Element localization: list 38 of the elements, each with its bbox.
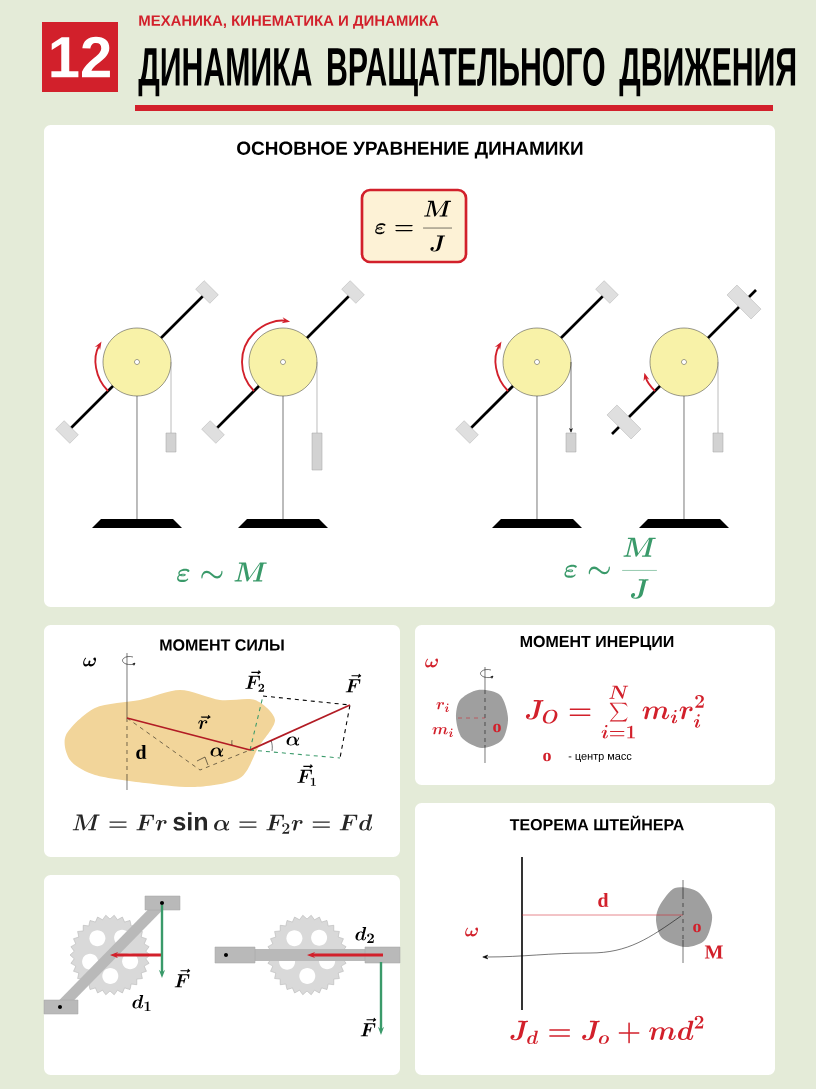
vector-label: $\vec{F}$ [174,968,191,988]
subtitle: МЕХАНИКА, КИНЕМАТИКА И ДИНАМИКА [139,15,439,29]
panel-heading: ОСНОВНОЕ УРАВНЕНИЕ ДИНАМИКИ [237,141,583,159]
symbol-label: o [693,923,701,933]
formula: $J_O = \sum_{i=1}^{N} m_i r_i^2$ [525,685,704,739]
symbol-label: d [136,745,147,760]
number-badge: 12 [42,22,118,92]
panel-heading: ТЕОРЕМА ШТЕЙНЕРА [509,815,684,831]
panel [415,625,775,785]
symbol-label: M [704,945,723,959]
formula: $M = Fr\sin\alpha = F_2 r = Fd$ [72,812,373,834]
vector-label: $\vec{F}_1$ [297,764,316,786]
vector-label: $\vec{F}_2$ [245,670,265,692]
formula: $\varepsilon \sim \frac{M}{J}$ [564,537,657,599]
symbol-label: $\alpha$ [210,747,224,757]
symbol-label: $\omega$ [83,657,97,667]
symbol-label: $m_i$ [432,727,453,737]
symbol-label: $\omega$ [425,658,439,668]
note: - центр масс [568,753,632,763]
formula: $J_d = J_o + md^2$ [510,1015,704,1045]
symbol-label: d [598,893,609,908]
panel [44,125,775,607]
vector-label: $\vec{F}$ [360,1017,377,1037]
symbol-label: o [543,752,551,762]
title: ДИНАМИКА ВРАЩАТЕЛЬНОГО ДВИЖЕНИЯ [138,47,796,97]
panel-heading: МОМЕНТ СИЛЫ [160,639,284,651]
panel-heading: МОМЕНТ ИНЕРЦИИ [520,635,674,651]
symbol-label: $\omega$ [465,927,479,937]
vector-label: $\vec{F}$ [345,673,362,693]
panel [415,803,775,1075]
vector-label: $\vec{r}$ [198,715,211,730]
symbol-label: $d_2$ [355,926,374,944]
formula-box: $\varepsilon = \frac{M}{J}$ [360,188,468,264]
symbol-label: $d_1$ [132,994,151,1012]
formula: $\varepsilon \sim M$ [177,562,267,582]
symbol-label: $r_i$ [436,702,449,712]
symbol-label: o [493,723,501,733]
symbol-label: $\alpha$ [286,736,300,746]
